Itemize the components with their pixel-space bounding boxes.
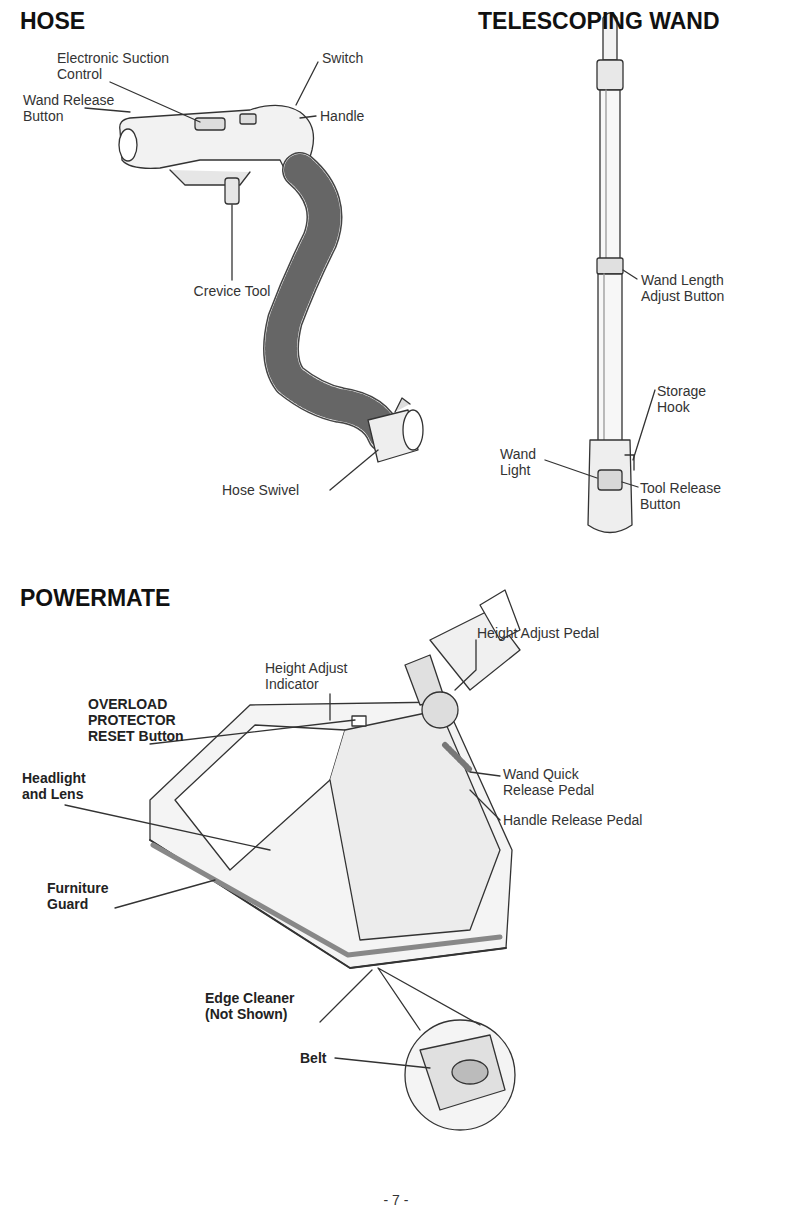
part-label: OVERLOAD PROTECTOR RESET Button [88, 696, 198, 744]
part-label: Wand Quick Release Pedal [503, 766, 633, 798]
part-label: Storage Hook [657, 383, 727, 415]
section-heading: TELESCOPING WAND [478, 8, 778, 34]
part-label: Height Adjust Indicator [265, 660, 390, 692]
page-number: - 7 - [346, 1192, 446, 1208]
part-label: Headlight and Lens [22, 770, 112, 802]
part-label: Height Adjust Pedal [477, 625, 617, 641]
part-label: Furniture Guard [47, 880, 122, 912]
part-label: Crevice Tool [192, 283, 272, 299]
part-label: Wand Length Adjust Button [641, 272, 761, 304]
part-label: Handle Release Pedal [503, 812, 643, 828]
part-label: Tool Release Button [640, 480, 760, 512]
part-label: Electronic Suction Control [57, 50, 192, 82]
section-heading: POWERMATE [20, 585, 240, 611]
part-label: Belt [300, 1050, 350, 1066]
part-label: Switch [322, 50, 402, 66]
part-label: Hose Swivel [222, 482, 342, 498]
part-label: Wand Release Button [23, 92, 128, 124]
part-label: Edge Cleaner (Not Shown) [205, 990, 320, 1022]
part-label: Wand Light [500, 446, 550, 478]
part-label: Handle [320, 108, 400, 124]
section-heading: HOSE [20, 8, 220, 34]
